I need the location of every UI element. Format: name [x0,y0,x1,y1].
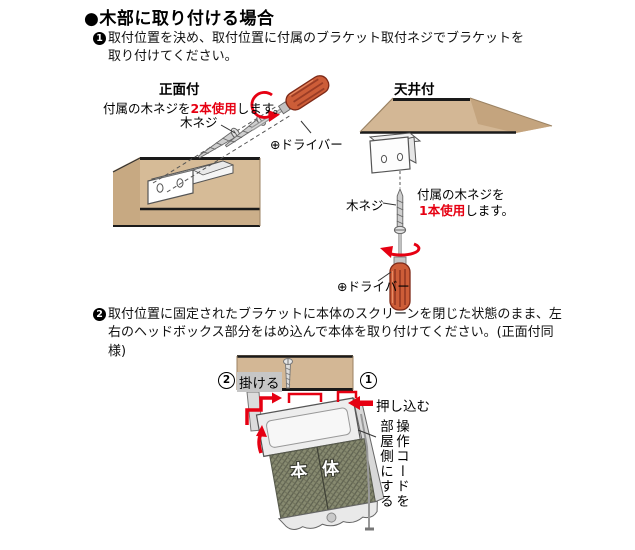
push-step-number: 1 [360,372,377,389]
screw-count-highlight: 2本使用 [190,101,237,116]
wood-screw-icon [197,127,241,159]
ceiling-mount-title: 天井付 [394,82,435,98]
step-2-badge: 2 [93,308,106,321]
wood-screw-label: 木ネジ [346,198,384,213]
wood-screw-icon [224,114,266,148]
bracket-highlight [336,390,358,402]
main-body-label: 本体 [289,457,355,483]
mounting-bracket [368,132,422,174]
bracket-highlight [287,392,323,403]
push-in-arrow [348,396,373,410]
leader-line [357,429,377,438]
ceiling-mount-illustration [359,97,553,311]
step-1-text: 取付位置を決め、取付位置に付属のブラケット取付ネジでブラケットを取り付けてくださ… [108,31,525,65]
front-mount-title: 正面付 [159,82,200,98]
screwdriver-icon [250,75,330,131]
blind-body [255,396,385,531]
screwdriver-icon [389,234,411,311]
front-mount-screw-note: 付属の木ネジを2本使用します。 [103,101,286,116]
wood-screw-icon [393,187,407,235]
attach-body-illustration [236,355,385,531]
cord-side-note: 操作コードを部屋側にする [377,419,409,509]
leader-line [220,124,236,134]
wood-block [359,97,553,134]
screwdriver-label: ⊕ドライバー [337,279,410,294]
screwdriver-label: ⊕ドライバー [270,137,343,152]
step-1: 1 取付位置を決め、取付位置に付属のブラケット取付ネジでブラケットを取り付けてく… [93,30,528,67]
rotation-arrow-icon [250,91,280,122]
front-mount-illustration [112,75,330,227]
leader-line [300,120,312,134]
leader-line [377,271,392,282]
wood-screw-icon [283,358,293,389]
push-in-label: 押し込む [376,399,430,415]
step-1-badge: 1 [93,32,106,45]
ceiling-mount-diagram: 天井付 木ネジ 付属の木ネジを 1本使用します。 ⊕ドライバー [330,75,635,311]
step-2-text: 取付位置に固定されたブラケットに本体のスクリーンを閉じた状態のまま、左右のヘッド… [108,307,562,359]
rotation-arrow-icon [380,242,421,258]
attach-body-diagram: 2 掛ける 1 押し込む 本体 操作コードを部屋側にする [185,352,447,550]
front-mount-diagram: 正面付 付属の木ネジを2本使用します。 木ネジ ⊕ドライバー [95,75,365,239]
swing-up-arrow [256,425,267,454]
wood-screw-label: 木ネジ [180,115,218,130]
step-2: 2 取付位置に固定されたブラケットに本体のスクリーンを閉じた状態のまま、左右のヘ… [93,306,570,361]
screw-count-highlight: 1本使用 [419,203,466,218]
operation-cord [360,413,374,531]
page-title: ●木部に取り付ける場合 [84,9,275,29]
ceiling-screw-note-line1: 付属の木ネジを [417,187,505,202]
leader-line [382,202,397,206]
hang-step-number: 2 [218,372,235,389]
guide-dashed-line [166,114,292,193]
ceiling-screw-note-line2: 1本使用します。 [419,203,514,218]
hang-label: 掛ける [237,372,282,392]
hook-motion-arrow [245,392,282,425]
